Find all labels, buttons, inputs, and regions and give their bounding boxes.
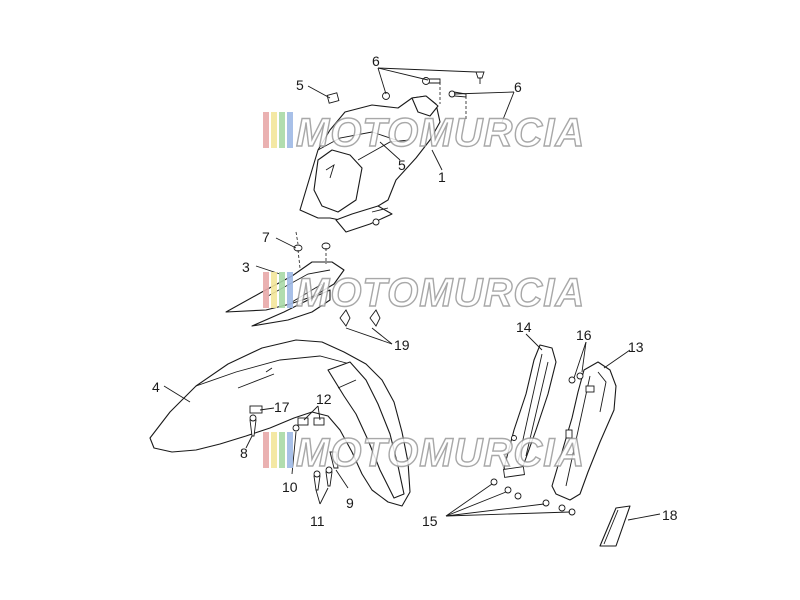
watermark-text: MOTOMURCIA: [296, 271, 585, 315]
watermark-top: MOTOMURCIA: [263, 110, 585, 156]
callout-15: 15: [422, 513, 438, 529]
watermark-stripe: [263, 272, 269, 308]
hardware: [249, 71, 584, 516]
fork-guard-right: [551, 361, 617, 501]
callout-9: 9: [346, 495, 354, 511]
watermark-stripe: [279, 272, 285, 308]
callout-4: 4: [152, 379, 160, 395]
headlight-fairing: [299, 95, 441, 233]
callout-1: 1: [438, 169, 446, 185]
watermark-stripe: [263, 112, 269, 148]
watermark-text: MOTOMURCIA: [296, 111, 585, 155]
watermark-stripe: [263, 432, 269, 468]
watermark-stripe: [279, 112, 285, 148]
callout-19: 19: [394, 337, 410, 353]
callout-17: 17: [274, 399, 290, 415]
watermark-stripe: [287, 272, 293, 308]
watermark-stripe: [279, 432, 285, 468]
reflector: [599, 505, 631, 547]
callout-labels: 1 3 4 5 5 6 6 7 8 9 10 11 12 13 14 15 16…: [152, 53, 678, 529]
watermark-stripe: [287, 432, 293, 468]
watermark-stripe: [287, 112, 293, 148]
watermark-stripe: [271, 272, 277, 308]
callout-12: 12: [316, 391, 332, 407]
callout-6-right: 6: [514, 79, 522, 95]
callout-8: 8: [240, 445, 248, 461]
callout-13: 13: [628, 339, 644, 355]
callout-10: 10: [282, 479, 298, 495]
callout-6-left: 6: [372, 53, 380, 69]
watermark-stripe: [271, 112, 277, 148]
watermark-text: MOTOMURCIA: [296, 431, 585, 475]
callout-16: 16: [576, 327, 592, 343]
callout-18: 18: [662, 507, 678, 523]
fork-guard-left: [503, 344, 557, 478]
callout-7: 7: [262, 229, 270, 245]
front-mudguard: [149, 339, 411, 507]
callout-3: 3: [242, 259, 250, 275]
watermark-stripe: [271, 432, 277, 468]
watermark-middle: MOTOMURCIA: [263, 270, 585, 316]
callout-14: 14: [516, 319, 532, 335]
callout-5-top: 5: [296, 77, 304, 93]
callout-5-mid: 5: [398, 157, 406, 173]
watermark-bottom: MOTOMURCIA: [263, 430, 585, 476]
callout-11: 11: [310, 513, 325, 529]
